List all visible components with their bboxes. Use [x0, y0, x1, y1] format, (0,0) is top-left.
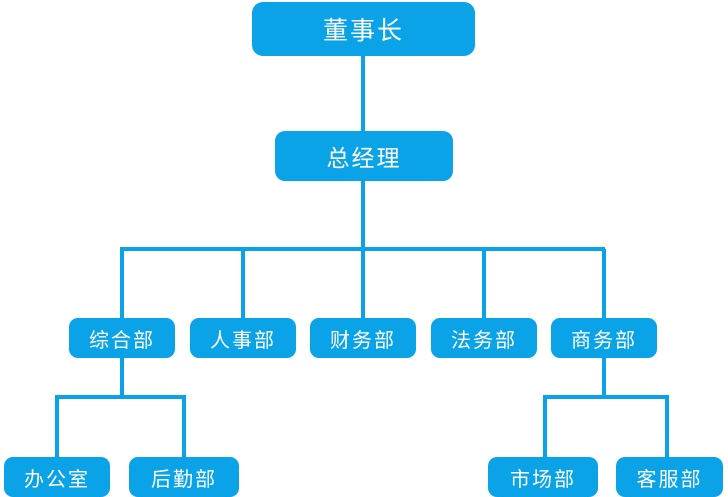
node-general-affairs-dept[interactable]: 综合部: [69, 318, 175, 358]
node-legal-dept-label: 法务部: [451, 327, 517, 352]
node-finance-dept-label: 财务部: [330, 327, 396, 352]
node-general-manager-label: 总经理: [326, 146, 402, 172]
node-business-dept-label: 商务部: [571, 327, 637, 352]
node-finance-dept[interactable]: 财务部: [310, 318, 416, 358]
node-legal-dept[interactable]: 法务部: [431, 318, 537, 358]
node-hr-dept-label: 人事部: [210, 327, 276, 352]
node-business-dept[interactable]: 商务部: [551, 318, 657, 358]
node-logistics-dept[interactable]: 后勤部: [129, 457, 239, 497]
node-customer-service-dept-label: 客服部: [636, 466, 703, 491]
node-office[interactable]: 办公室: [4, 457, 110, 497]
node-chairman-label: 董事长: [322, 16, 404, 45]
node-chairman[interactable]: 董事长: [252, 2, 475, 56]
node-logistics-dept-label: 后勤部: [151, 466, 217, 491]
node-general-affairs-dept-label: 综合部: [89, 327, 155, 352]
node-general-manager[interactable]: 总经理: [275, 131, 453, 181]
node-office-label: 办公室: [24, 466, 90, 491]
node-marketing-dept[interactable]: 市场部: [488, 457, 598, 497]
node-hr-dept[interactable]: 人事部: [190, 318, 296, 358]
node-customer-service-dept[interactable]: 客服部: [616, 457, 723, 497]
node-marketing-dept-label: 市场部: [510, 466, 576, 491]
